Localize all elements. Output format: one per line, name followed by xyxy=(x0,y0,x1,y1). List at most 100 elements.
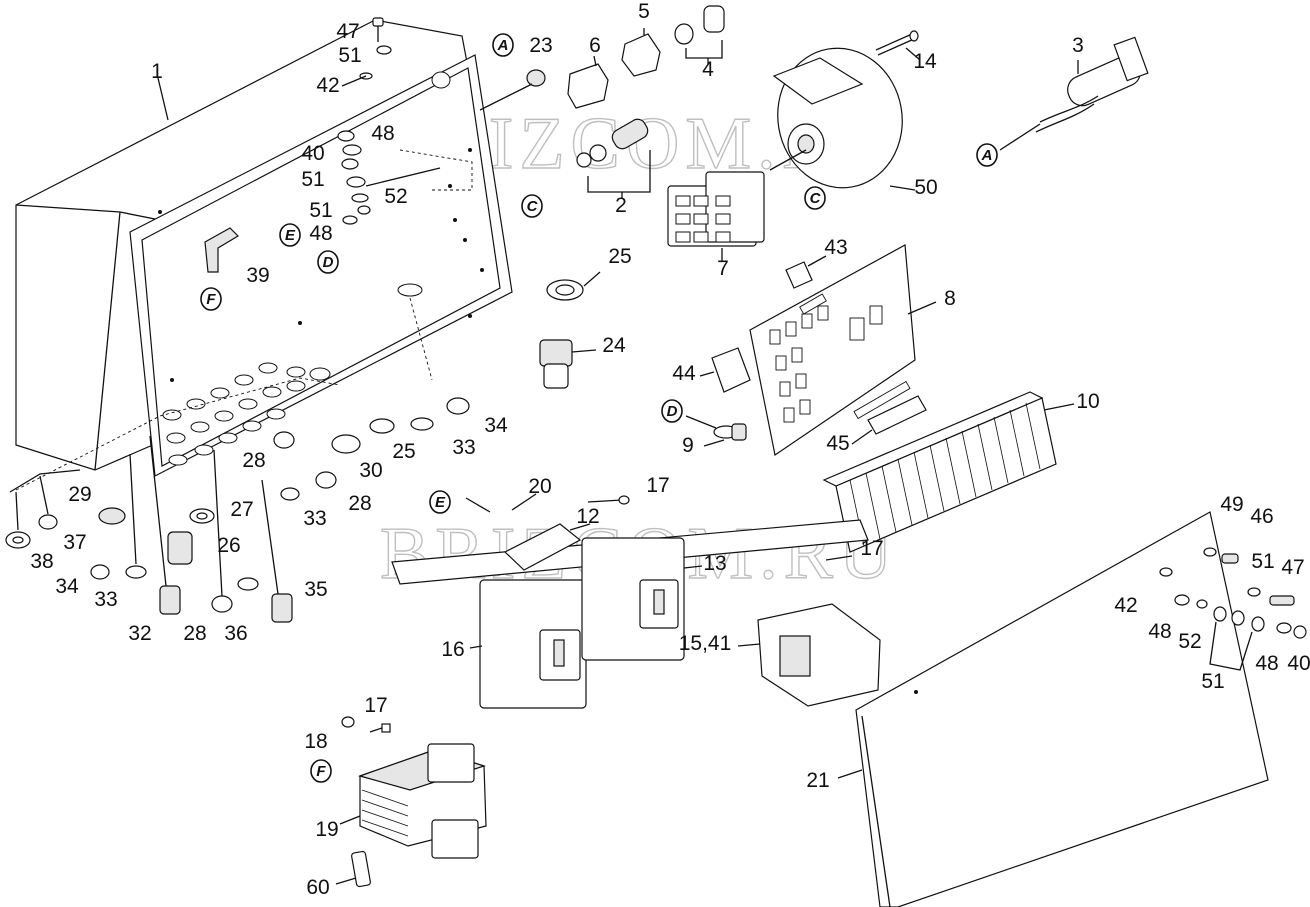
holder-5 xyxy=(621,28,661,77)
tag-a2: A xyxy=(976,143,998,167)
tag-letter: D xyxy=(667,403,678,420)
part-label-47b: 47 xyxy=(1281,556,1304,579)
part-label-40a: 40 xyxy=(301,142,324,165)
part-label-19: 19 xyxy=(315,818,338,841)
tag-letter: E xyxy=(435,494,446,511)
indicator-2 xyxy=(576,118,651,198)
part-label-18: 18 xyxy=(304,730,327,753)
part-label-47a: 47 xyxy=(336,20,359,43)
part-label-23: 23 xyxy=(529,34,552,57)
part-label-21: 21 xyxy=(806,769,829,792)
part-label-52b: 52 xyxy=(1178,630,1201,653)
tag-c1: C xyxy=(804,186,826,210)
part-label-35: 35 xyxy=(304,578,327,601)
part-label-48a: 48 xyxy=(371,122,394,145)
lamp-holder-9 xyxy=(685,415,747,447)
rotary-handle-50 xyxy=(769,47,916,191)
tag-circle xyxy=(429,490,451,514)
transformer-19 xyxy=(339,716,487,859)
tag-f2: F xyxy=(310,759,332,783)
contactor-15-41 xyxy=(737,603,881,707)
part-label-51b: 51 xyxy=(301,168,324,191)
tag-circle xyxy=(521,194,543,218)
part-label-33b: 33 xyxy=(303,507,326,530)
breaker-16 xyxy=(469,579,587,709)
circuit-board-8 xyxy=(749,244,937,457)
part-label-28a: 28 xyxy=(242,449,265,472)
part-label-9: 9 xyxy=(682,434,694,457)
part-label-30: 30 xyxy=(359,459,382,482)
part-label-34a: 34 xyxy=(484,414,508,437)
part-label-5: 5 xyxy=(638,0,650,23)
main-switch-7 xyxy=(667,171,765,262)
tag-circle xyxy=(317,250,339,274)
connector-43 xyxy=(785,255,827,289)
part-label-51a: 51 xyxy=(338,44,361,67)
tag-circle xyxy=(200,287,222,311)
part-label-50: 50 xyxy=(914,176,937,199)
bolt-14 xyxy=(875,30,921,61)
part-label-38: 38 xyxy=(30,550,53,573)
tag-circle xyxy=(661,399,683,423)
part-label-27: 27 xyxy=(230,498,253,521)
top-fasteners xyxy=(341,17,392,87)
tag-a1: A xyxy=(492,33,514,57)
tag-letter: A xyxy=(981,147,993,164)
cylinder-3 xyxy=(999,36,1149,151)
part-label-28b: 28 xyxy=(348,492,371,515)
part-label-24: 24 xyxy=(602,334,626,357)
part-label-42a: 42 xyxy=(316,74,339,97)
part-label-14: 14 xyxy=(913,50,937,73)
part-label-48c: 48 xyxy=(1148,620,1171,643)
cover-panel-21 xyxy=(837,511,1269,907)
gland-24-25 xyxy=(539,271,601,389)
breaker-13 xyxy=(581,537,703,661)
tag-letter: F xyxy=(206,291,216,308)
part-label-45: 45 xyxy=(826,432,849,455)
tag-e2: E xyxy=(429,490,451,514)
tag-letter: D xyxy=(323,254,334,271)
part-label-28c: 28 xyxy=(183,622,206,645)
loose-grommets xyxy=(5,397,470,623)
part-label-3: 3 xyxy=(1072,34,1084,57)
tag-letter: C xyxy=(810,190,822,207)
cover-fasteners xyxy=(1159,547,1307,671)
part-label-48d: 48 xyxy=(1255,652,1278,675)
part-label-43: 43 xyxy=(824,236,847,259)
part-label-12: 12 xyxy=(576,505,599,528)
terminal-blocks-10 xyxy=(822,391,1075,553)
tag-circle xyxy=(279,223,301,247)
tag-e1: E xyxy=(279,223,301,247)
part-label-15-41: 15,41 xyxy=(679,632,732,655)
part-label-51c: 51 xyxy=(309,199,332,222)
gland-23 xyxy=(479,69,546,111)
tag-letter: C xyxy=(527,198,539,215)
part-label-60: 60 xyxy=(306,876,329,899)
part-label-10: 10 xyxy=(1076,390,1099,413)
part-label-37: 37 xyxy=(63,531,86,554)
tag-letter: F xyxy=(316,763,326,780)
part-label-6: 6 xyxy=(589,34,601,57)
lamp-4 xyxy=(674,5,725,64)
tag-circle xyxy=(976,143,998,167)
tag-f1: F xyxy=(200,287,222,311)
part-label-17c: 17 xyxy=(364,694,387,717)
part-label-51d: 51 xyxy=(1251,550,1274,573)
tag-circle xyxy=(310,759,332,783)
part-label-26: 26 xyxy=(217,534,240,557)
tag-d1: D xyxy=(317,250,339,274)
part-label-25b: 25 xyxy=(392,440,415,463)
part-label-16: 16 xyxy=(441,638,464,661)
part-label-44: 44 xyxy=(672,362,696,385)
part-label-51e: 51 xyxy=(1201,670,1224,693)
block-12 xyxy=(503,523,591,571)
enclosure-box xyxy=(15,19,513,491)
tag-circle xyxy=(804,186,826,210)
part-label-34b: 34 xyxy=(55,575,79,598)
tag-c2: C xyxy=(521,194,543,218)
tag-d2: D xyxy=(661,399,683,423)
part-label-49: 49 xyxy=(1220,493,1243,516)
part-label-29: 29 xyxy=(68,483,91,506)
switch-6 xyxy=(567,55,609,109)
